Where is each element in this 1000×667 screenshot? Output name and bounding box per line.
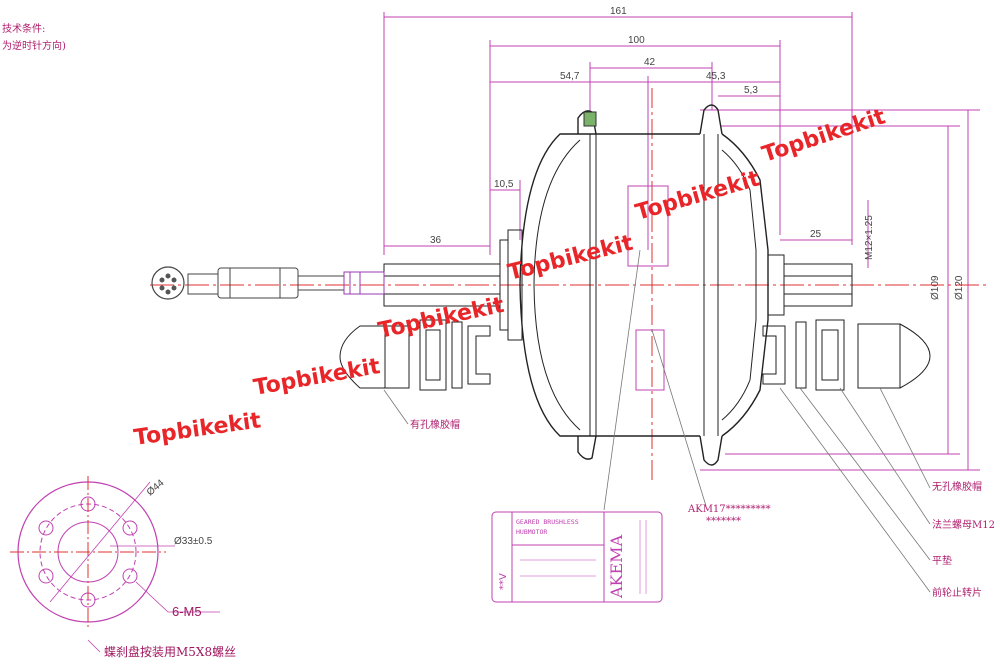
watermark-6: Topbikekit	[759, 104, 889, 167]
dim-5-3: 5,3	[744, 85, 758, 96]
disc-brake-flange	[10, 476, 220, 653]
plate-line-1: GEARED BRUSHLESS	[516, 518, 579, 526]
motor-hub-body	[499, 104, 769, 466]
callout-flange-nut: 法兰螺母M12	[932, 518, 995, 531]
dim-45-3: 45,3	[706, 71, 726, 82]
dim-10-5: 10,5	[494, 179, 514, 190]
callout-anti-rotation: 前轮止转片	[932, 586, 982, 599]
watermark-2: Topbikekit	[252, 354, 383, 401]
dim-54-7: 54,7	[560, 71, 580, 82]
center-lines	[150, 88, 990, 480]
dim-dia33: Ø33±0.5	[174, 536, 213, 547]
motor-label-plate: GEARED BRUSHLESS HUBMOTOR AKEMA **V	[491, 511, 663, 603]
callout-washer: 平垫	[932, 554, 952, 567]
leader-lines	[383, 249, 931, 593]
watermark-layer: Topbikekit Topbikekit Topbikekit Topbike…	[132, 104, 889, 451]
plate-voltage: **V	[498, 573, 509, 590]
right-hardware	[762, 319, 931, 391]
plate-line-2: HUBMOTOR	[516, 528, 547, 536]
dim-6-m5: 6-M5	[172, 604, 202, 619]
dim-dia44: Ø44	[145, 477, 167, 498]
dimension-lines	[383, 12, 980, 471]
watermark-4: Topbikekit	[505, 231, 636, 286]
left-hardware	[339, 319, 491, 391]
callout-disc-brake-screws: 蝶刹盘按装用M5X8螺丝	[104, 644, 236, 659]
header-note-1: 技术条件:	[2, 22, 45, 35]
dim-thread: M12×1.25	[864, 215, 875, 260]
cable-connector	[151, 266, 385, 300]
plate-brand: AKEMA	[607, 534, 626, 599]
dim-100: 100	[628, 35, 645, 46]
callout-model: AKM17*********	[687, 504, 771, 515]
axle	[383, 254, 853, 316]
callout-rubber-cap-hole: 有孔橡胶帽	[410, 418, 460, 431]
callout-model-2: *******	[706, 516, 741, 527]
dim-dia120: Ø120	[954, 275, 965, 300]
dim-dia109: Ø109	[930, 275, 941, 300]
dim-25: 25	[810, 229, 822, 240]
dim-42: 42	[644, 57, 656, 68]
dim-161: 161	[610, 6, 627, 17]
dim-36: 36	[430, 235, 442, 246]
header-note-2: 为逆时针方向)	[2, 39, 66, 52]
watermark-1: Topbikekit	[132, 408, 263, 451]
callout-rubber-cap-nohole: 无孔橡胶帽	[932, 480, 982, 493]
